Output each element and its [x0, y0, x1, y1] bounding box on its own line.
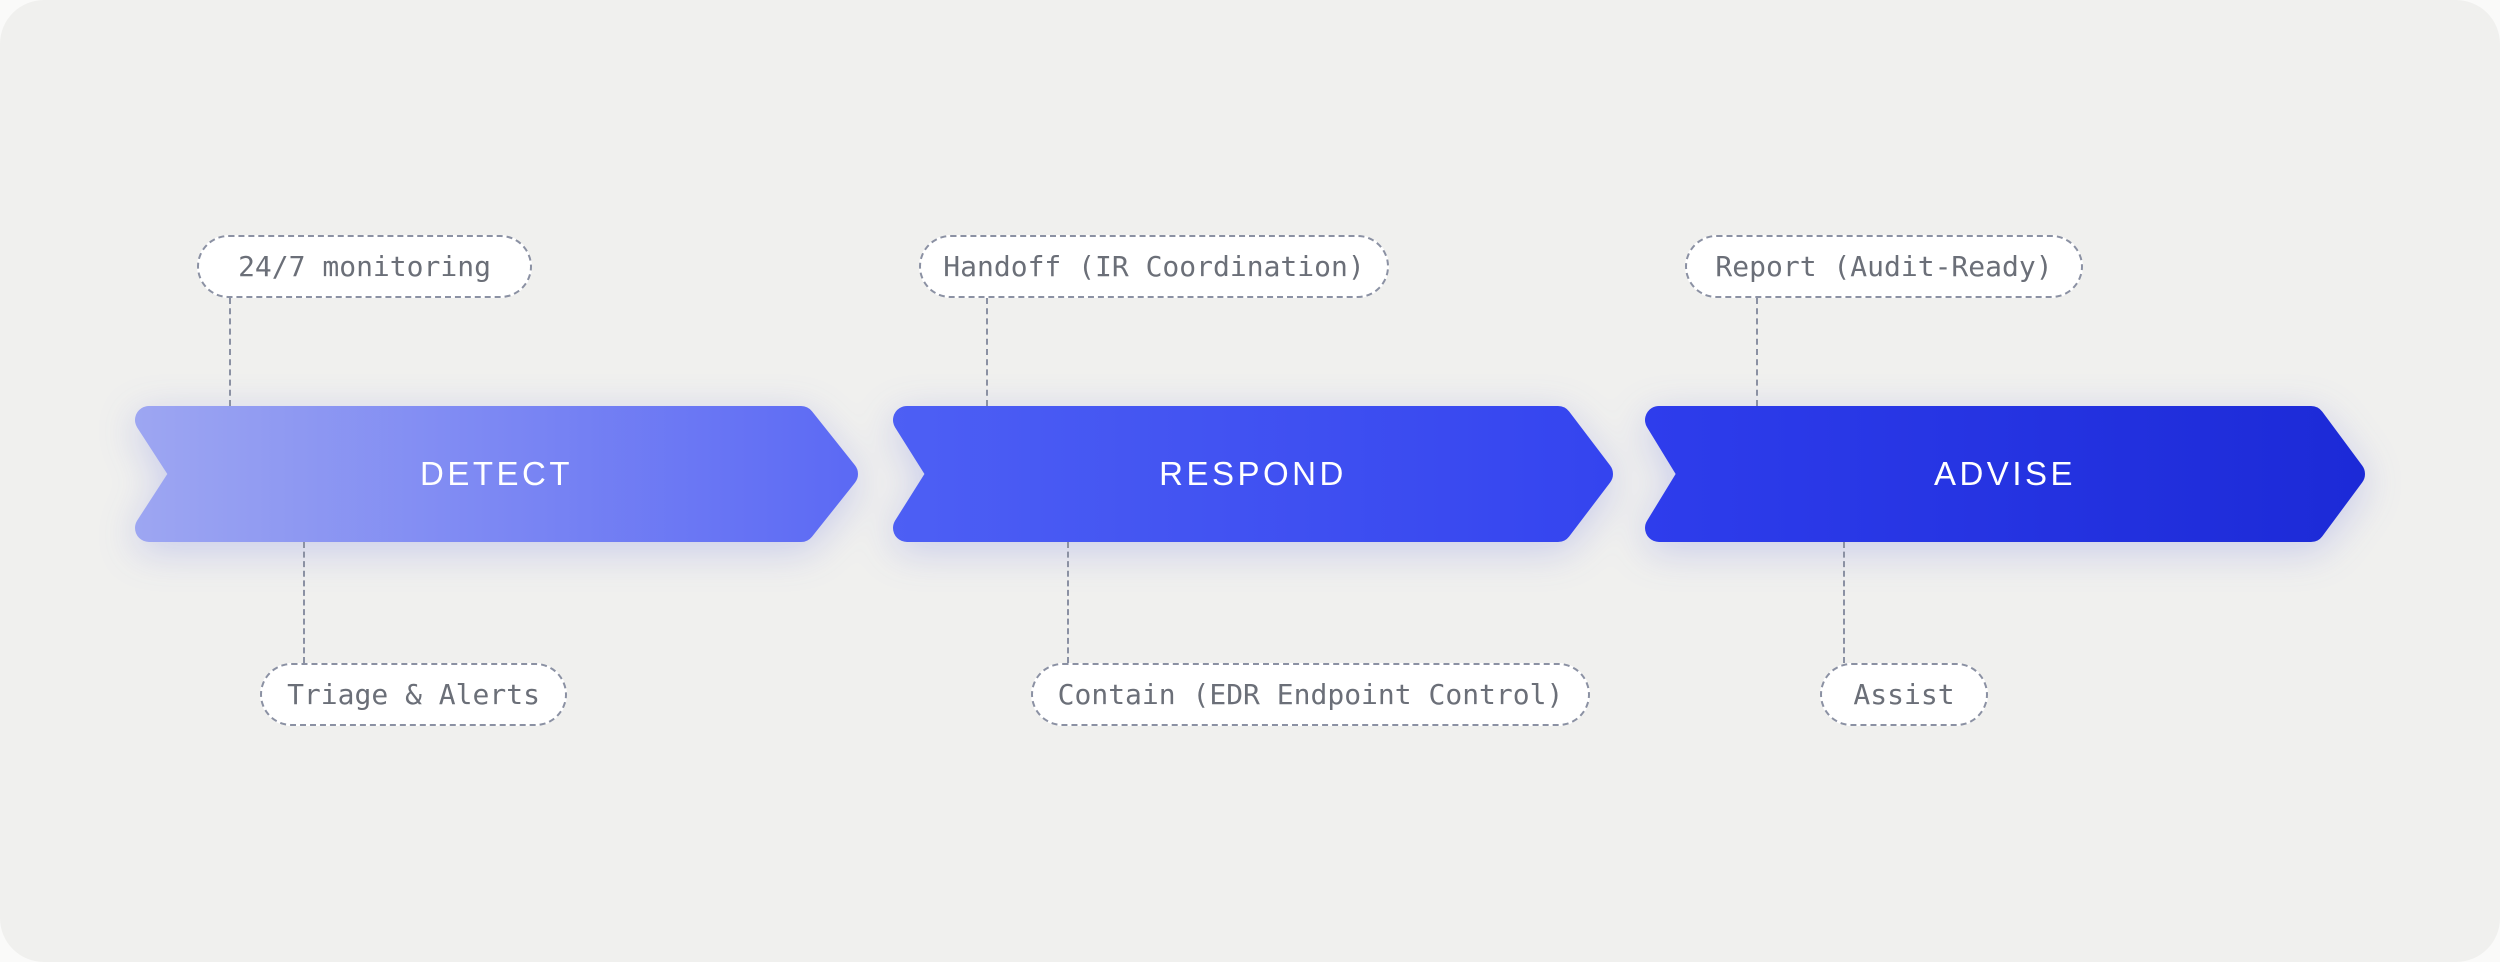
callout-label: 24/7 monitoring [238, 250, 491, 283]
connector-advise-top [1756, 298, 1758, 406]
callout-label: Assist [1853, 678, 1955, 711]
callout-label: Handoff (IR Coordination) [943, 250, 1365, 283]
connector-detect-bottom [303, 542, 305, 663]
connector-advise-bottom [1843, 542, 1845, 663]
chevron-detect [135, 406, 858, 542]
stage-label-respond: RESPOND [1159, 455, 1347, 492]
connector-respond-top [986, 298, 988, 406]
connector-respond-bottom [1067, 542, 1069, 663]
callout-label: Triage & Alerts [287, 678, 540, 711]
callout-pill-advise-top: Report (Audit-Ready) [1685, 235, 2083, 298]
stage-label-detect: DETECT [420, 455, 573, 492]
callout-label: Contain (EDR Endpoint Control) [1057, 678, 1564, 711]
connector-detect-top [229, 298, 231, 406]
chevron-respond [893, 406, 1613, 542]
callout-pill-advise-bottom: Assist [1820, 663, 1988, 726]
callout-pill-detect-top: 24/7 monitoring [197, 235, 532, 298]
callout-pill-respond-bottom: Contain (EDR Endpoint Control) [1031, 663, 1590, 726]
stage-label-advise: ADVISE [1933, 455, 2077, 492]
callout-pill-respond-top: Handoff (IR Coordination) [919, 235, 1389, 298]
callout-label: Report (Audit-Ready) [1715, 250, 2053, 283]
callout-pill-detect-bottom: Triage & Alerts [260, 663, 567, 726]
chevron-advise [1645, 406, 2365, 542]
